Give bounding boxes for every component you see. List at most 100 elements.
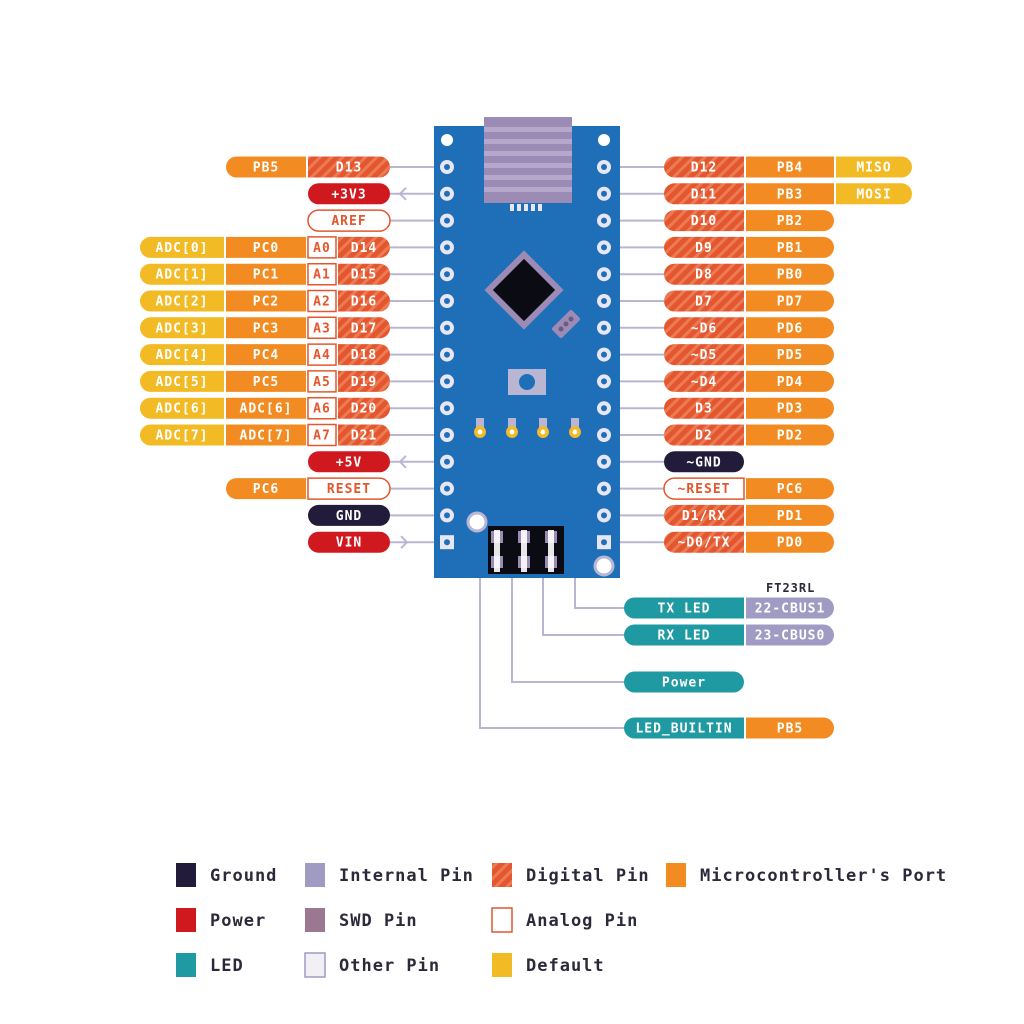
pin-label-shape — [836, 156, 913, 178]
pin-label-text: PC1 — [253, 268, 279, 283]
pin-label-shape — [307, 343, 337, 366]
legend-swatch — [304, 952, 326, 978]
pin-label-text: ~GND — [686, 455, 721, 470]
pin-hole-center — [444, 298, 450, 304]
usb-pin — [531, 204, 535, 211]
legend-item-default: Default — [492, 953, 605, 977]
pin-label-digital: D8 — [664, 263, 744, 285]
pin-label-text: RX LED — [658, 629, 711, 644]
pin-label-digital: D2 — [664, 424, 744, 446]
pin-label-shape — [624, 671, 745, 693]
pin-label-shape — [664, 210, 744, 232]
board-pin-holes — [440, 160, 611, 550]
pin-label-digital: D7 — [664, 290, 744, 312]
pin-label-port: PC0 — [226, 236, 306, 258]
pin-label-analog: A3 — [307, 316, 337, 340]
pin-label-shape — [308, 183, 390, 205]
pin-label-port: PC2 — [226, 290, 306, 312]
pin-label-digital: D10 — [664, 210, 744, 232]
pin-label-shape — [226, 478, 306, 500]
led-body — [539, 418, 547, 432]
mounting-hole — [466, 511, 488, 533]
pin-label-shape — [307, 477, 391, 500]
pin-label-digital: D15 — [338, 263, 390, 285]
pin-label-text: PC6 — [777, 482, 803, 497]
pin-label-text: ADC[6] — [156, 402, 209, 417]
pin-label-shape — [746, 424, 834, 446]
pin-label-text: D7 — [695, 295, 713, 310]
pin-label-analog: A5 — [307, 370, 337, 393]
pin-label-shape — [307, 236, 337, 259]
led-body — [571, 418, 579, 432]
pin-label-port: PC6 — [226, 478, 306, 500]
pin-label-text: 23-CBUS0 — [755, 629, 826, 644]
pin-label-text: ~D4 — [691, 375, 717, 390]
pin-label-text: D12 — [691, 161, 717, 176]
pin-label-text: D21 — [351, 429, 377, 444]
pin-hole-center — [601, 512, 607, 519]
ft23rl-title: FT23RL — [766, 581, 815, 595]
pin-label-text: ADC[1] — [156, 268, 209, 283]
led-dot-center — [477, 429, 483, 435]
pin-label-shape — [664, 370, 744, 392]
usb-connector-pins — [510, 204, 542, 211]
legend-swatch — [492, 863, 512, 887]
pin-label-shape — [338, 236, 390, 258]
pin-label-shape — [307, 504, 390, 526]
pin-label-shape — [746, 597, 834, 619]
legend-swatch — [666, 863, 686, 887]
pin-label-text: RESET — [327, 482, 371, 497]
pin-label-default: ADC[5] — [140, 370, 224, 392]
pin-label-port: PD0 — [746, 531, 834, 553]
pin-label-digital: D18 — [338, 344, 390, 366]
pin-hole-center — [444, 485, 450, 492]
pin-label-internal: 22-CBUS1 — [746, 597, 834, 619]
legend-item-analog: Analog Pin — [491, 907, 637, 933]
pin-label-port: PD4 — [746, 370, 834, 392]
pin-label-shape — [746, 370, 834, 392]
pin-label-text: PC0 — [253, 241, 279, 256]
pin-hole-center — [601, 378, 607, 385]
legend-item-digital: Digital Pin — [492, 863, 649, 887]
pin-label-shape — [307, 370, 337, 393]
pin-label-shape — [308, 156, 390, 178]
led-body — [476, 418, 484, 432]
pin-label-text: D11 — [691, 187, 717, 202]
pin-label-text: GND — [336, 509, 362, 524]
pin-label-analog: A7 — [307, 423, 337, 447]
pin-label-text: 22-CBUS1 — [755, 602, 826, 617]
pin-label-port: ADC[6] — [226, 397, 306, 419]
power-direction-arrow — [398, 455, 407, 469]
legend-label: Default — [526, 956, 605, 976]
pin-label-port: PC3 — [226, 317, 306, 339]
pin-label-text: MISO — [856, 161, 891, 176]
pin-label-text: D3 — [695, 402, 713, 417]
pin-label-port: PC4 — [226, 344, 306, 366]
pin-label-text: PC3 — [253, 321, 279, 336]
pin-label-digital: D13 — [308, 156, 390, 178]
pin-label-text: PD0 — [777, 536, 803, 551]
pin-hole-center — [601, 244, 607, 251]
pin-label-ground: GND — [307, 504, 390, 526]
pin-label-text: PB3 — [777, 187, 803, 202]
pin-label-shape — [226, 156, 306, 178]
pin-hole-center — [444, 539, 450, 546]
mounting-hole — [598, 134, 610, 146]
legend-item-ground: Ground — [176, 863, 276, 887]
pin-label-text: +5V — [336, 455, 362, 470]
legend-item-port: Microcontroller's Port — [666, 863, 946, 887]
pin-label-default: ADC[7] — [140, 424, 224, 446]
pin-label-text: PC6 — [253, 482, 279, 497]
board-leds — [474, 418, 581, 438]
icsp-header-pins — [491, 530, 557, 572]
legend-item-other: Other Pin — [304, 952, 439, 978]
pin-label-text: D20 — [351, 402, 377, 417]
reset-button-cap — [519, 374, 535, 390]
pin-label-text: D16 — [351, 295, 377, 310]
pin-label-shape — [307, 209, 391, 232]
pin-label-default: ADC[3] — [140, 317, 224, 339]
usb-pin — [510, 204, 514, 211]
pin-label-text: D18 — [351, 348, 377, 363]
pin-hole-center — [601, 324, 607, 331]
